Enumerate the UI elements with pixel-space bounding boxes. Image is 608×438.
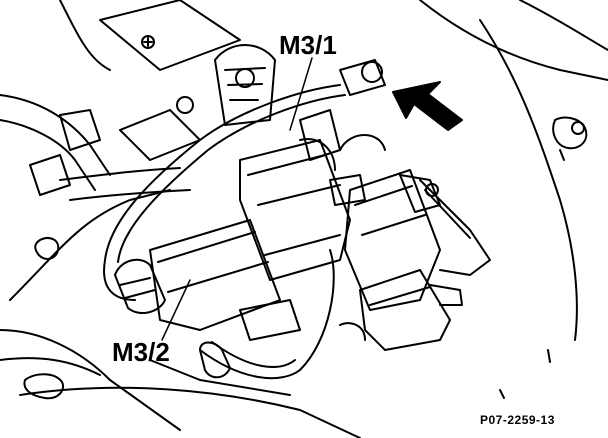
- top-fittings: [299, 59, 386, 206]
- fuel-filter-right: [344, 169, 441, 311]
- lower-hose-connector: [199, 299, 366, 379]
- edge-markers: [499, 149, 565, 399]
- fuel-pump-m3-1: [239, 138, 351, 281]
- fuel-accumulator: [359, 269, 463, 351]
- label-m3-1: M3/1: [279, 30, 337, 60]
- fuel-lines: [103, 84, 491, 380]
- cover-plate: [99, 0, 241, 71]
- leader-lines: [161, 57, 313, 341]
- electrical-connector: [214, 44, 276, 126]
- label-m3-2: M3/2: [112, 337, 170, 367]
- direction-arrow: [392, 81, 463, 131]
- figure-reference-code: P07-2259-13: [480, 413, 555, 427]
- fuel-pump-m3-2: [114, 219, 281, 331]
